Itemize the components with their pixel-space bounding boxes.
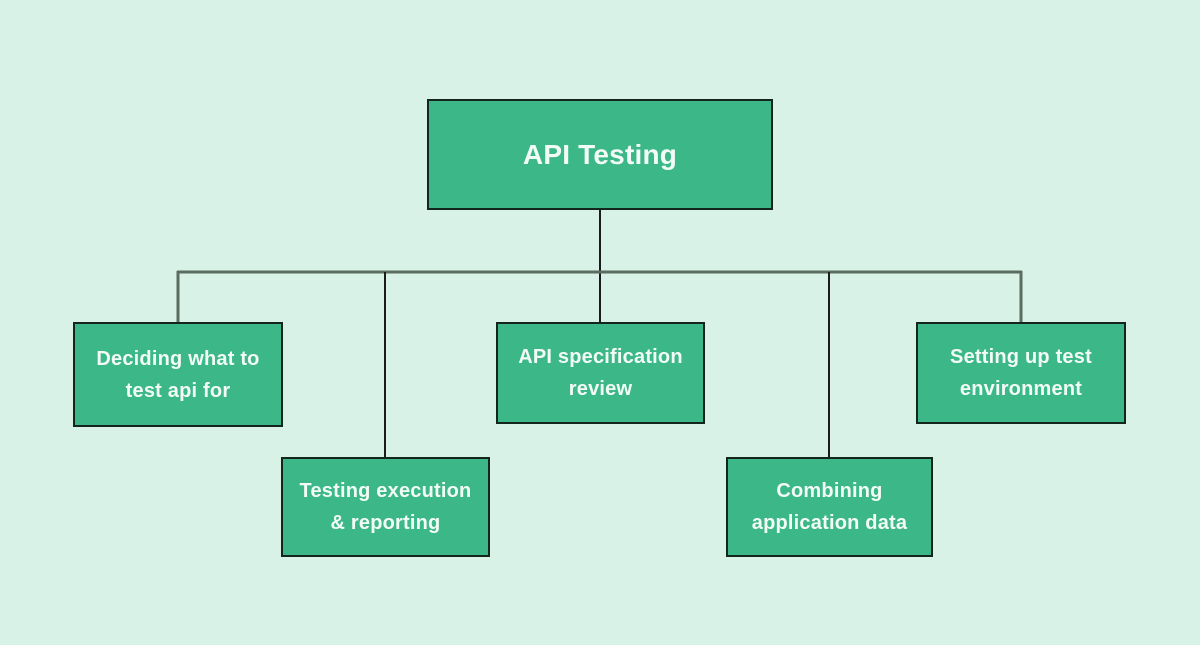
node-combining-application-data[interactable]: Combining application data <box>726 457 933 557</box>
node-label: Deciding what to test api for <box>96 347 260 402</box>
node-label: API Testing <box>522 138 678 170</box>
node-api-testing[interactable]: API Testing <box>427 99 773 210</box>
node-setting-up-test-environment[interactable]: Setting up test environment <box>916 322 1126 424</box>
node-label: Combining application data <box>751 480 908 534</box>
node-testing-execution-reporting[interactable]: Testing execution & reporting <box>281 457 490 557</box>
node-label: Testing execution & reporting <box>299 480 472 534</box>
node-label: Setting up test environment <box>950 346 1092 400</box>
node-api-specification-review[interactable]: API specification review <box>496 322 705 424</box>
node-label: API specification review <box>518 346 683 400</box>
node-deciding-what-to-test-api-for[interactable]: Deciding what to test api for <box>73 322 283 427</box>
